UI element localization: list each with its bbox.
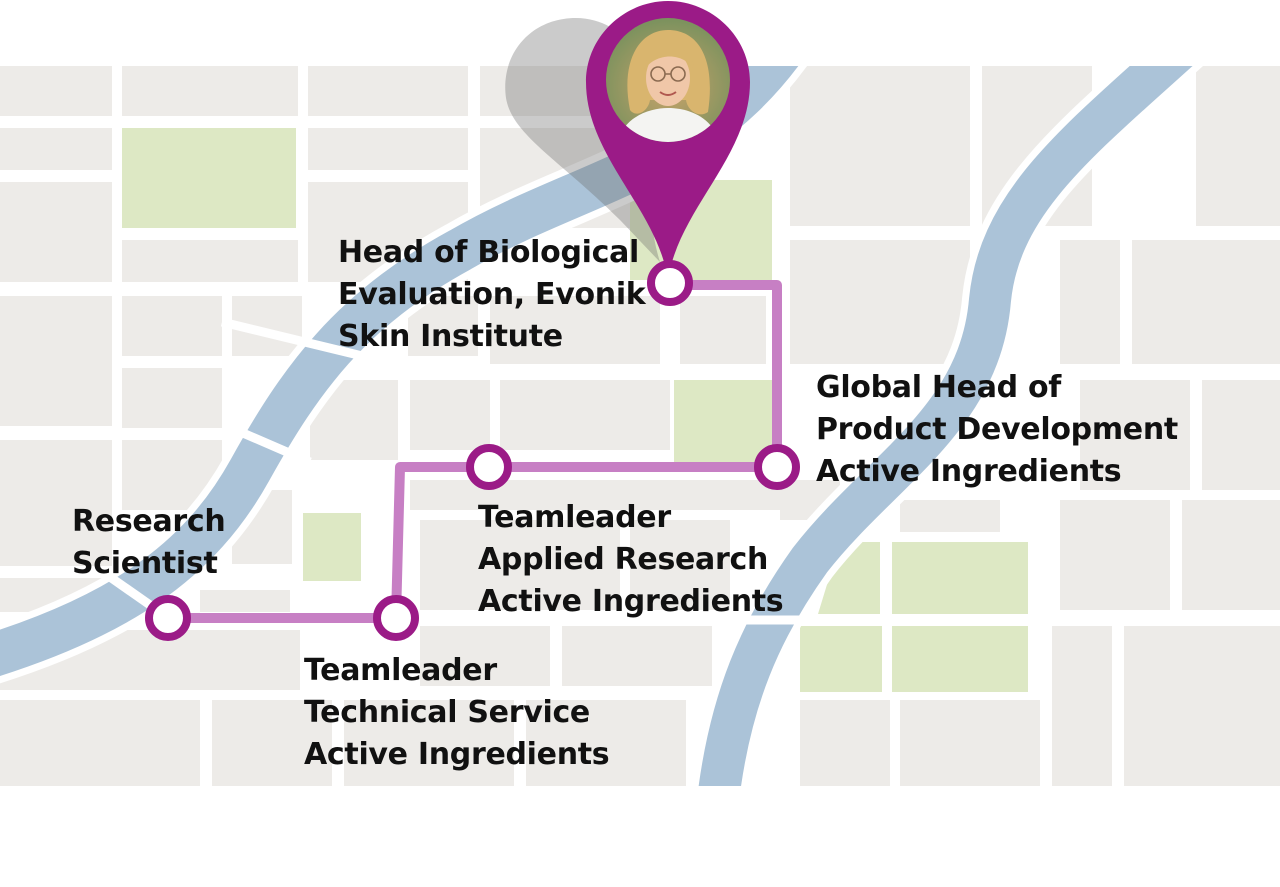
label-line: Applied Research [478, 542, 769, 577]
stop-marker-teamleader-applied-research [466, 444, 512, 490]
stop-label-global-head-product-development: Global Head of Product Development Activ… [816, 367, 1178, 493]
stop-marker-global-head [754, 444, 800, 490]
stop-label-teamleader-technical-service: Teamleader Technical Service Active Ingr… [304, 650, 610, 776]
label-line: Scientist [72, 546, 218, 581]
stop-label-teamleader-applied-research: Teamleader Applied Research Active Ingre… [478, 497, 784, 623]
stop-marker-research-scientist [145, 595, 191, 641]
parks [122, 128, 1028, 692]
city-blocks [0, 66, 1280, 786]
label-line: Active Ingredients [304, 737, 610, 772]
stop-label-research-scientist: Research Scientist [72, 501, 226, 585]
label-line: Research [72, 504, 226, 539]
label-line: Product Development [816, 412, 1178, 447]
stop-marker-head-biological-evaluation [647, 260, 693, 306]
label-line: Global Head of [816, 370, 1062, 405]
label-line: Teamleader [478, 500, 671, 535]
label-line: Technical Service [304, 695, 590, 730]
river-east [698, 66, 1193, 786]
label-line: Active Ingredients [816, 454, 1122, 489]
stop-marker-teamleader-technical-service [373, 595, 419, 641]
label-line: Head of Biological [338, 235, 640, 270]
label-line: Evaluation, Evonik [338, 277, 646, 312]
label-line: Skin Institute [338, 319, 563, 354]
stop-label-head-biological-evaluation: Head of Biological Evaluation, Evonik Sk… [338, 232, 646, 358]
label-line: Teamleader [304, 653, 497, 688]
label-line: Active Ingredients [478, 584, 784, 619]
